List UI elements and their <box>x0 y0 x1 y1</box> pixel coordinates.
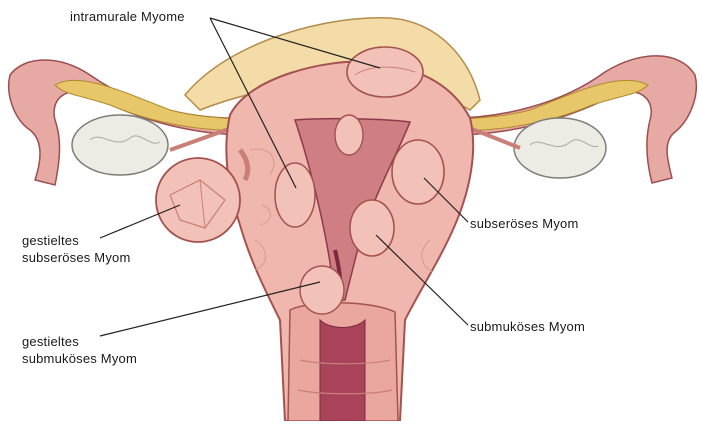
fibroid-fundal <box>347 47 423 97</box>
fibroid-central <box>335 115 363 155</box>
label-pedunculated-submucosal: gestieltes submuköses Myom <box>22 333 137 367</box>
left-ovary <box>72 115 168 175</box>
fibroid-subserosal-right <box>392 140 444 204</box>
label-subserosal: subseröses Myom <box>470 215 578 232</box>
fibroid-pedunculated-submucosal <box>300 266 344 314</box>
right-ovary <box>514 118 606 178</box>
fibroid-intramural-left <box>275 163 315 227</box>
label-pedunculated-subserosal: gestieltes subseröses Myom <box>22 232 130 266</box>
fibroid-submucosal <box>350 200 394 256</box>
label-submucosal: submuköses Myom <box>470 318 585 335</box>
fibroid-pedunculated-subserosal <box>156 158 240 242</box>
label-intramural: intramurale Myome <box>70 8 185 25</box>
